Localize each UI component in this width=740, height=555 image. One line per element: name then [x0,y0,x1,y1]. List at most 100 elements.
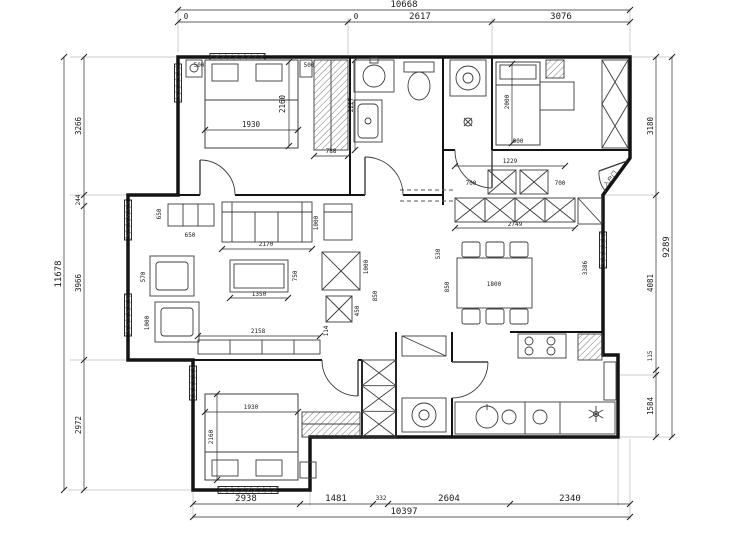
dim-bed-width: 900 [513,138,524,145]
dims-left: 11678 3266 244 3966 2972 [54,53,88,494]
kitchen [454,333,617,435]
desk [539,81,575,111]
dim-bed-length: 2000 [504,94,511,109]
windows [124,53,607,494]
window-living-lower [124,293,132,337]
dim-sofa-depth: 750 [292,270,299,281]
dim-bed-length: 2160 [208,429,215,444]
stool [325,295,353,323]
dim-dining-530: 530 [435,248,442,259]
side-seat [323,203,353,241]
toilet-bowl [407,71,431,101]
counter [454,401,616,435]
dim-coffee-table: 1350 [252,291,267,298]
door-bedroom-top-right [454,149,493,189]
pillow [211,63,239,82]
dim-sideboard-d: 650 [185,232,196,239]
wardrobe [301,411,361,438]
dim-dining-850: 850 [444,281,451,292]
dim-chair-1000: 1000 [144,315,151,330]
window-bedroom-bottom-left [189,365,197,401]
dims-right: 3180 4081 115 1584 9289 [646,53,676,441]
entry-hall: 1229 700 700 2749 入户门 [451,158,619,232]
nightstand [185,59,203,78]
dim-tv-gap: 114 [323,325,330,336]
dim-stool-450: 450 [354,305,361,316]
tv-cabinet [197,339,321,355]
duct [545,59,565,79]
bed [204,393,299,481]
door-bedroom-bottom [321,359,359,397]
armchair [149,255,195,297]
dim-offset-right: 500 [304,62,315,69]
dim-bed-width: 1930 [242,120,261,129]
wardrobe [601,59,629,149]
dim-side-1000: 1000 [313,215,320,230]
walls [126,55,632,492]
dim-top-3076: 3076 [550,12,572,22]
nightstand [299,461,317,479]
dim-wardrobe-length: 2227 [348,97,355,112]
dim-right-4081: 4081 [646,274,655,292]
dim-bottom-332: 332 [376,495,387,502]
bedroom-top-right: 2000 900 [495,59,629,149]
dim-dining-table: 1800 [487,281,502,288]
dim-bottom-overall: 10397 [390,507,417,517]
dim-left-244: 244 [75,194,82,205]
dim-bed-width: 1930 [244,404,259,411]
living-room: 650 650 2170 1000 750 1350 570 1 [140,201,379,355]
dim-bottom-1481: 1481 [325,494,347,504]
window-dining-right [599,231,607,269]
dim-bottom-2938: 2938 [235,494,257,504]
window-bedroom-top-left [174,63,182,103]
dim-table-1000: 1000 [363,259,370,274]
dim-table-850: 850 [372,290,379,301]
dim-cabinet-right: 700 [555,180,566,187]
dim-dining-3386: 3386 [582,260,589,275]
bedroom-bottom: 1930 2160 [201,390,361,484]
dim-bottom-2604: 2604 [438,494,460,504]
dining-chairs [461,241,529,325]
shelf [401,335,447,357]
dim-bed-length: 2160 [278,94,287,113]
sofa [221,201,313,243]
dining-room: 1800 850 530 3386 [435,241,589,325]
window-living-upper [124,199,132,241]
vanity [353,59,395,93]
pillow [255,459,283,477]
dim-wardrobe-width: 788 [326,148,337,155]
door-kitchen [451,361,489,399]
exterior-wall [126,55,632,492]
shoe-cabinet [487,169,549,195]
extension-lines [68,8,674,519]
dim-left-2972: 2972 [74,416,83,434]
fridge [577,197,603,225]
door-bathroom [364,156,404,196]
square-table [321,251,361,291]
dim-entry-width: 1229 [503,158,518,165]
closet-column [361,359,397,438]
stove [517,333,567,359]
plant [588,406,604,422]
dim-entry-depth: 2749 [508,221,523,228]
bathroom [353,57,435,143]
dim-cabinet-left: 700 [466,180,477,187]
nightstand [299,59,313,78]
shower-tray [353,99,383,143]
doors [199,149,628,399]
dim-top-zero-a: 0 [184,12,189,21]
dim-tv-cabinet: 2158 [251,328,266,335]
floor-drain [463,117,473,127]
armchair [154,301,200,343]
dim-top-2617: 2617 [409,12,431,22]
pillow [255,63,283,82]
toilet-tank [403,61,435,73]
bedroom-top-left: 500 500 1930 2160 788 2227 [185,56,359,160]
basin [532,409,548,425]
dim-left-overall: 11678 [54,260,64,287]
dim-top-zero-b: 0 [354,12,359,21]
bed [495,61,541,146]
dim-bottom-2340: 2340 [559,494,581,504]
tall-cabinet [603,361,617,401]
